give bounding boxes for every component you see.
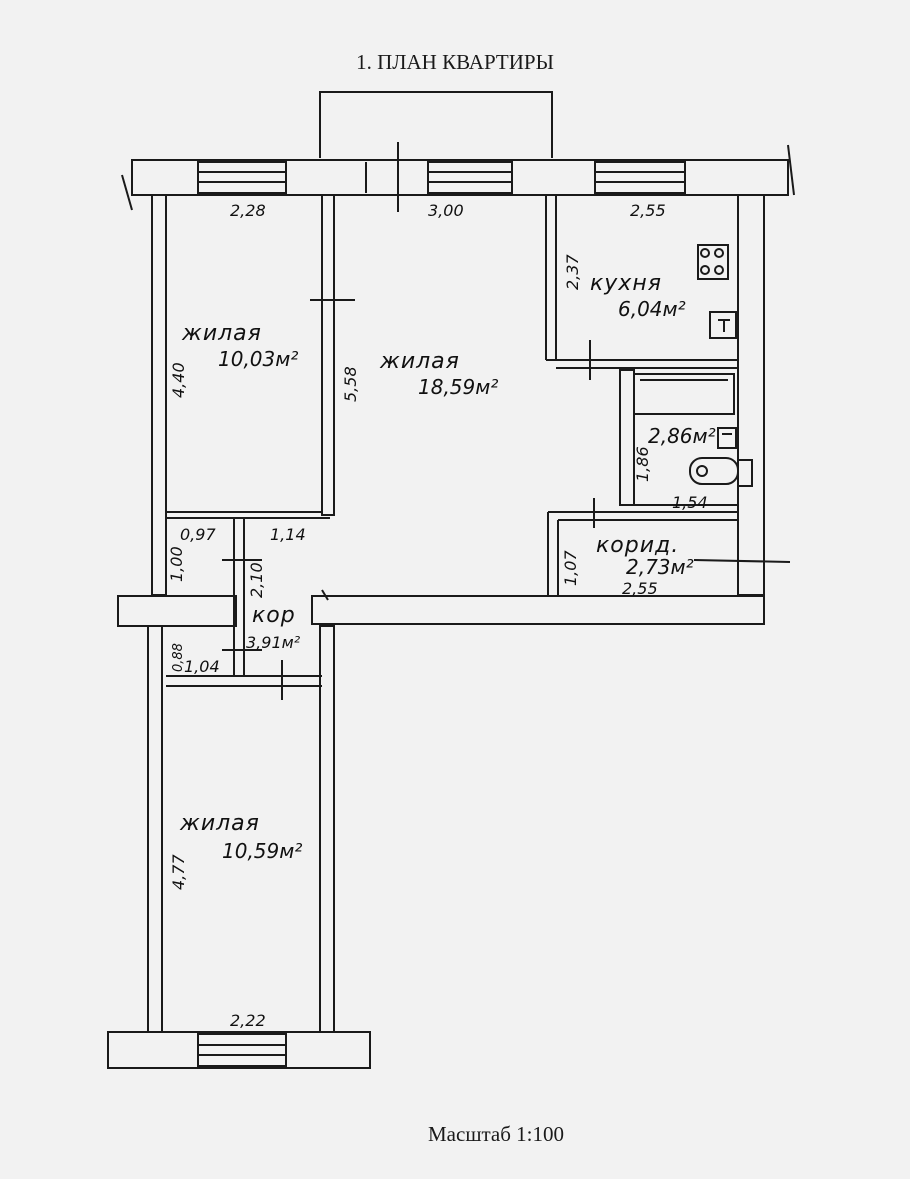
dimension-label: 4,77 — [169, 854, 188, 890]
scale-label: Масштаб 1:100 — [428, 1122, 565, 1146]
partition-left-room — [321, 194, 335, 516]
kitchen-sink-icon — [709, 311, 737, 339]
window-top-left — [197, 161, 287, 194]
exterior-wall-left-lower — [147, 625, 163, 1033]
exterior-wall-right — [737, 194, 765, 596]
room-name-living-center: жилая — [379, 349, 460, 374]
dimension-label: 1,54 — [672, 493, 708, 512]
exterior-wall-top — [131, 159, 789, 196]
window-top-right — [594, 161, 686, 194]
dimension-label: 2,37 — [563, 254, 582, 290]
room-name-corridor-small: кор — [252, 603, 296, 628]
bathtub-icon — [633, 373, 735, 415]
room-name-living-left-top: жилая — [181, 321, 262, 346]
dimension-label: 2,55 — [630, 201, 666, 220]
bathroom-wall-left — [619, 369, 635, 506]
toilet-icon — [689, 457, 753, 487]
wall-break-left — [121, 174, 133, 211]
exterior-wall-right-lower — [319, 625, 335, 1033]
dimension-label: 1,04 — [184, 657, 220, 676]
plan-title: 1. ПЛАН КВАРТИРЫ — [356, 50, 554, 74]
exterior-wall-bottom — [107, 1031, 371, 1069]
dimension-label: 3,00 — [428, 201, 464, 220]
dimension-label: 1,14 — [270, 525, 306, 544]
room-name-kitchen: кухня — [590, 271, 662, 296]
room-area-corridor-small: 3,91м² — [246, 633, 301, 652]
dimension-label: 4,40 — [169, 362, 188, 398]
room-area-corridor-right: 2,73м² — [626, 555, 694, 579]
room-area-living-center: 18,59м² — [418, 375, 498, 399]
room-name-corridor-right: корид. — [596, 533, 679, 558]
room-name-living-bottom: жилая — [179, 811, 260, 836]
dimension-label: 2,22 — [230, 1011, 266, 1030]
dimension-label: 1,86 — [633, 446, 652, 482]
dimension-label: 0,97 — [180, 525, 216, 544]
dimension-label: 2,55 — [622, 579, 658, 598]
exterior-wall-left-upper — [151, 194, 167, 596]
balcony — [319, 91, 553, 158]
wall-break-right — [787, 144, 795, 196]
bathroom-sink-icon — [717, 427, 737, 449]
exterior-wall-middle — [311, 595, 765, 625]
window-bottom — [197, 1033, 287, 1067]
dimension-label: 2,10 — [247, 562, 266, 598]
exterior-wall-middle-left — [117, 595, 237, 627]
room-area-living-left-top: 10,03м² — [218, 347, 298, 371]
stove-icon — [697, 244, 729, 280]
dimension-label: 0,88 — [171, 643, 186, 672]
dimension-label: 1,00 — [167, 546, 186, 582]
dimension-label: 2,28 — [230, 201, 266, 220]
room-area-living-bottom: 10,59м² — [222, 839, 302, 863]
room-area-kitchen: 6,04м² — [618, 297, 686, 321]
dimension-label: 5,58 — [341, 366, 360, 402]
room-area-bathroom: 2,86м² — [648, 424, 716, 448]
window-top-center — [427, 161, 513, 194]
dimension-label: 1,07 — [561, 550, 580, 586]
